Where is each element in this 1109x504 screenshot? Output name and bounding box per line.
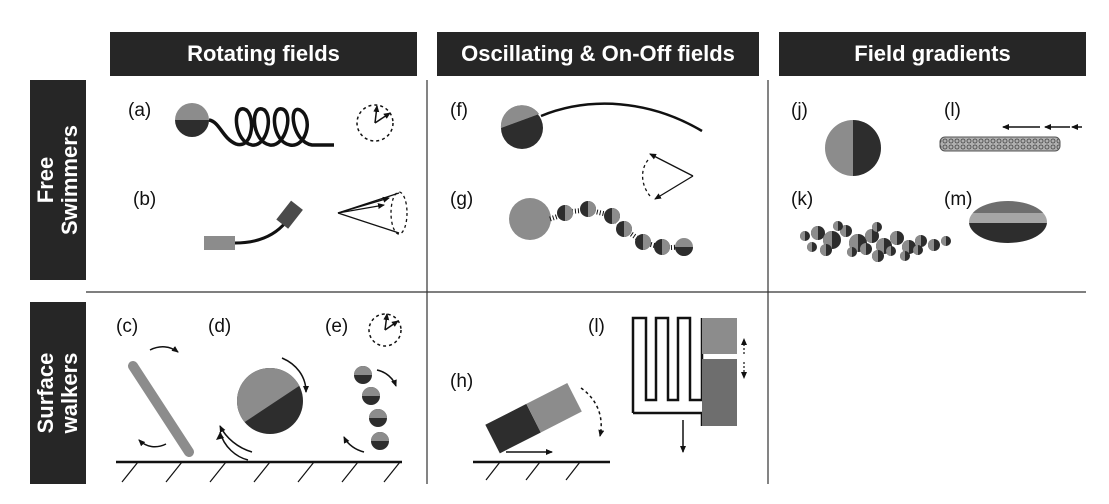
cluster-particle-half <box>890 231 897 245</box>
panel-f-g-oscillating-field-icon <box>641 153 694 200</box>
cluster-particle-half <box>847 247 852 257</box>
panel-d-rotation-arrows <box>216 357 309 461</box>
panel-label-e: (e) <box>325 316 349 337</box>
cluster-particle-half <box>865 229 872 243</box>
panel-label-i: (l) <box>588 316 605 337</box>
cluster-particle-half <box>833 221 838 231</box>
cluster-particle-half <box>902 240 909 254</box>
cluster-particle-half <box>915 235 921 247</box>
panel-label-m: (m) <box>944 189 973 210</box>
column-header-field-gradients: Field gradients <box>779 32 1086 76</box>
cluster-particle-half <box>860 243 866 255</box>
panel-label-b: (b) <box>133 189 157 210</box>
cluster-particle-half <box>941 236 946 246</box>
column-header-rotating-fields: Rotating fields <box>110 32 417 76</box>
column-header-oscillating-fields: Oscillating & On-Off fields <box>437 32 759 76</box>
panel-a-rotating-field-icon <box>356 104 394 142</box>
panel-d-rolling-sphere <box>237 368 303 434</box>
cluster-particle-half <box>872 250 878 262</box>
panel-e-sphere-chain-walker <box>343 366 397 453</box>
cluster-particle-half <box>928 239 934 251</box>
panel-label-j: (j) <box>791 100 808 121</box>
panel-f-flexible-tail-swimmer <box>500 102 703 149</box>
panel-h-bimorph-walker <box>473 383 610 481</box>
panel-k-particle-cluster <box>800 221 951 262</box>
cluster-particle-half <box>913 245 918 255</box>
panel-a-helical-swimmer <box>175 103 334 147</box>
panel-label-l: (l) <box>944 100 961 121</box>
panel-b-flexible-swimmer <box>204 200 303 250</box>
cluster-particle-half <box>886 246 891 256</box>
panel-b-conical-field-icon <box>337 191 408 235</box>
cluster-particle-half <box>811 226 818 240</box>
panel-j-janus-sphere <box>825 120 881 176</box>
cluster-particle-half <box>807 242 812 252</box>
panel-label-a: (a) <box>128 100 152 121</box>
panel-label-k: (k) <box>791 189 814 210</box>
panel-label-c: (c) <box>116 316 139 337</box>
panel-l-comb-walker <box>631 316 747 453</box>
panel-label-g: (g) <box>450 189 474 210</box>
cluster-particle-half <box>820 244 826 256</box>
cluster-particle-half <box>872 222 877 232</box>
panel-l-nanotube <box>939 136 1061 152</box>
panel-label-d: (d) <box>208 316 232 337</box>
cluster-particle-half <box>900 251 905 261</box>
panel-c-rolling-rod <box>128 346 194 457</box>
panel-label-f: (f) <box>450 100 468 121</box>
panel-m-janus-ellipsoid <box>969 201 1047 243</box>
panel-c-e-substrate-surface <box>116 460 402 483</box>
panel-e-rotating-field-icon <box>368 313 402 347</box>
cluster-particle-half <box>800 231 805 241</box>
panel-label-h: (h) <box>450 371 474 392</box>
panel-g-particle-chain-swimmer <box>509 198 693 256</box>
